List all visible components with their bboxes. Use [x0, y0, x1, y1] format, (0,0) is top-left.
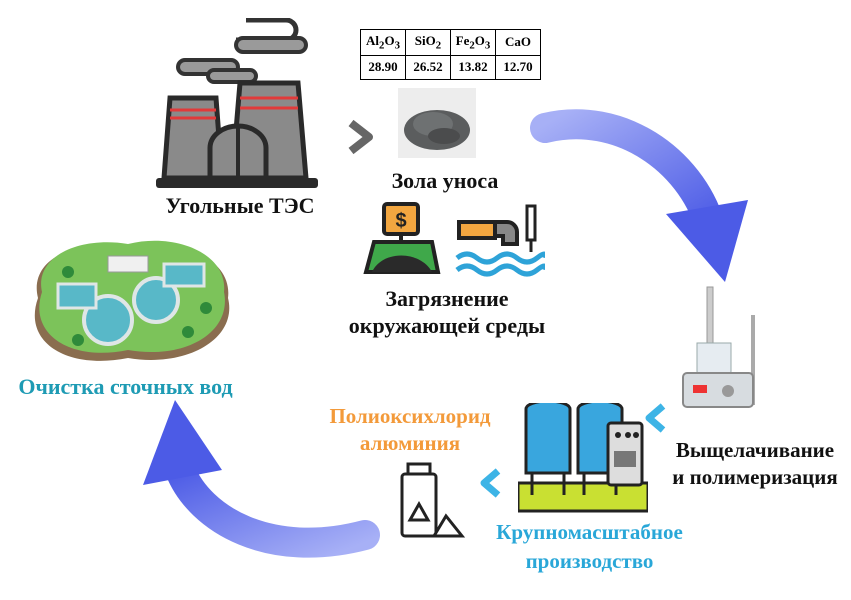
large-scale-production-label: Крупномасштабное производство — [482, 518, 697, 576]
leaching-label: Выщелачивание и полимеризация — [660, 437, 850, 491]
large-scale-label-line2: производство — [525, 549, 654, 573]
lab-stirrer-icon — [682, 286, 755, 408]
coal-tpp-label: Угольные ТЭС — [165, 193, 315, 218]
arrowhead-left — [143, 400, 222, 485]
wastewater-label: Очистка сточных вод — [18, 374, 233, 399]
pac-label: Полиоксихлорид алюминия — [315, 403, 505, 457]
arrowhead-right — [666, 200, 748, 282]
chevron-right-icon — [348, 119, 373, 155]
composition-table: Al2O3 SiO2 Fe2O3 CaO 28.90 26.52 13.82 1… — [360, 29, 541, 80]
pac-label-line1: Полиоксихлорид — [329, 404, 491, 428]
header-al2o3: Al2O3 — [360, 29, 406, 56]
svg-text:$: $ — [395, 210, 406, 232]
power-plant-icon — [156, 18, 318, 188]
leaching-label-line2: и полимеризация — [672, 465, 838, 489]
pollution-label: Загрязнение окружающей среды — [332, 285, 562, 339]
composition-header-row: Al2O3 SiO2 Fe2O3 CaO — [360, 29, 541, 56]
chevron-left-icon-1 — [645, 403, 666, 433]
water-pollution-icon — [455, 204, 545, 277]
value-fe2o3: 13.82 — [450, 54, 496, 80]
wastewater-plant-icon — [34, 240, 230, 361]
pac-label-line2: алюминия — [359, 431, 461, 455]
pollution-label-line1: Загрязнение — [385, 286, 509, 311]
curved-arrow-left — [165, 455, 380, 558]
fly-ash-image — [398, 88, 476, 158]
pollution-label-line2: окружающей среды — [348, 313, 546, 338]
composition-value-row: 28.90 26.52 13.82 12.70 — [360, 54, 541, 80]
leaching-label-line1: Выщелачивание — [675, 438, 835, 462]
soil-pollution-icon: $ — [363, 202, 441, 274]
header-sio2: SiO2 — [405, 29, 451, 56]
value-al2o3: 28.90 — [360, 54, 406, 80]
value-sio2: 26.52 — [405, 54, 451, 80]
curved-arrow-right — [530, 109, 725, 240]
fly-ash-label: Зола уноса — [391, 168, 499, 193]
chemical-bottle-icon — [400, 462, 466, 538]
production-plant-icon — [518, 403, 648, 513]
header-cao: CaO — [495, 29, 541, 56]
chevron-left-icon-2 — [480, 468, 501, 498]
value-cao: 12.70 — [495, 54, 541, 80]
large-scale-label-line1: Крупномасштабное — [496, 520, 683, 544]
header-fe2o3: Fe2O3 — [450, 29, 496, 56]
